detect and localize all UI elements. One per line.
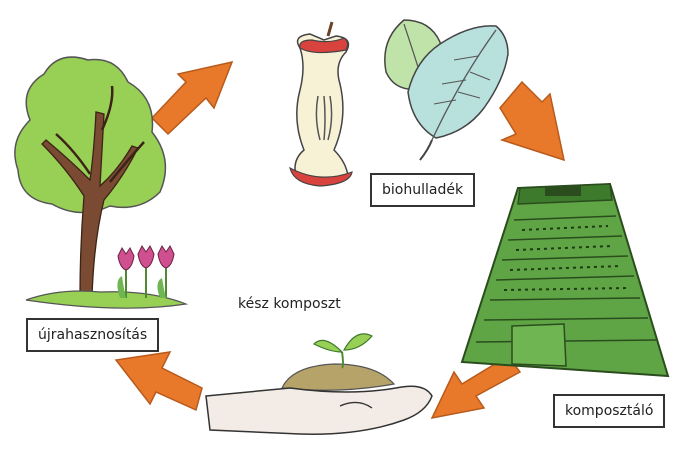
label-ujrahasznositas: újrahasznosítás (26, 318, 160, 352)
label-komposztalo: komposztáló (553, 394, 666, 428)
tree-icon (14, 56, 189, 309)
hand-compost-icon (205, 333, 433, 435)
arrow-tree-to-apple (150, 60, 234, 136)
compost-bin-icon (460, 182, 670, 378)
label-kesz-komposzt: kész komposzt (238, 296, 341, 312)
leaves-icon (384, 19, 509, 161)
arrow-leaves-to-bin (499, 80, 566, 162)
label-biohulladek: biohulladék (370, 173, 476, 207)
apple-core-icon (289, 21, 353, 187)
tulips-icon (117, 245, 175, 298)
arrow-hand-to-tree (114, 351, 203, 412)
